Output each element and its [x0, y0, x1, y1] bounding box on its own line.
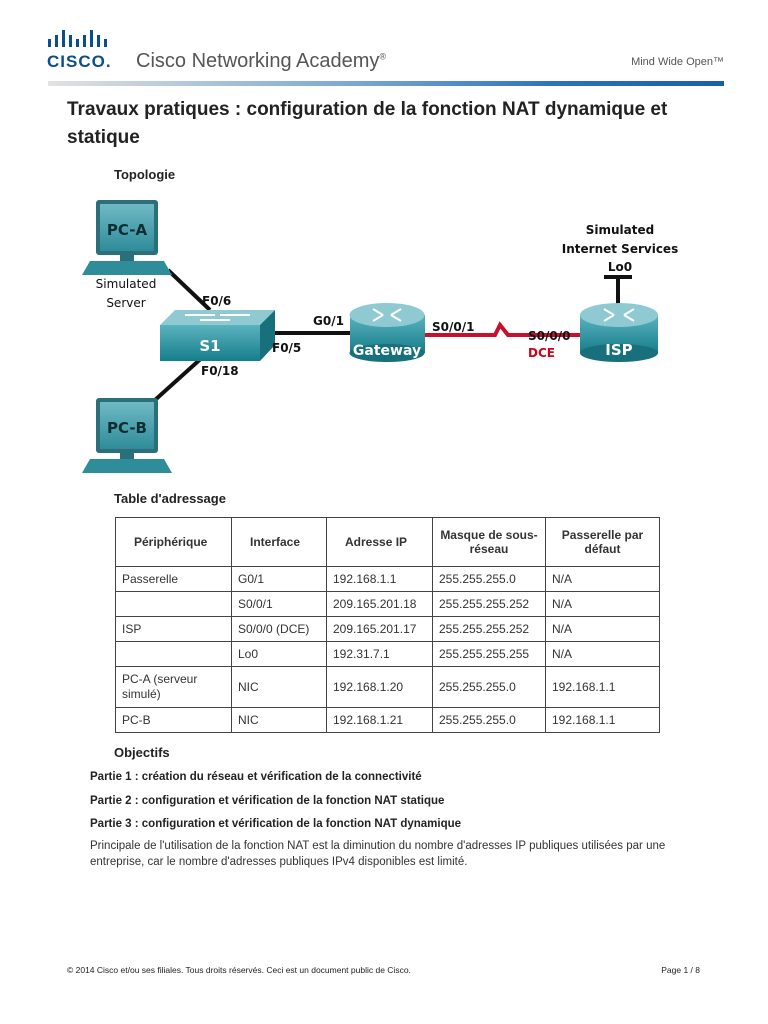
col-header: Adresse IP [326, 517, 433, 567]
label-lo0: Lo0 [608, 260, 632, 274]
svg-text:ISP: ISP [605, 341, 632, 359]
table-cell: N/A [545, 591, 660, 617]
col-header: Interface [231, 517, 327, 567]
label-g01: G0/1 [313, 314, 344, 328]
table-cell: 192.168.1.20 [326, 666, 433, 708]
table-cell: G0/1 [231, 566, 327, 592]
table-row: ISP S0/0/0 (DCE) 209.165.201.17 255.255.… [115, 616, 660, 642]
address-table: Périphérique Interface Adresse IP Masque… [115, 517, 660, 733]
label-dce: DCE [528, 346, 555, 360]
table-cell: NIC [231, 707, 327, 733]
table-cell: PC-A (serveur simulé) [115, 666, 232, 708]
table-row: Lo0 192.31.7.1 255.255.255.255 N/A [115, 641, 660, 667]
table-cell: 192.168.1.1 [545, 666, 660, 708]
table-cell: NIC [231, 666, 327, 708]
table-cell: S0/0/1 [231, 591, 327, 617]
col-header: Passerelle par défaut [545, 517, 660, 567]
objectives-heading: Objectifs [114, 745, 170, 760]
address-table-heading: Table d'adressage [114, 491, 226, 506]
table-row: PC-B NIC 192.168.1.21 255.255.255.0 192.… [115, 707, 660, 733]
cisco-wordmark: CISCO. [47, 52, 112, 71]
page-title: Travaux pratiques : configuration de la … [67, 99, 668, 148]
table-row: PC-A (serveur simulé) NIC 192.168.1.20 2… [115, 666, 660, 708]
table-cell [115, 641, 232, 667]
table-cell: 255.255.255.255 [432, 641, 546, 667]
table-cell: 209.165.201.17 [326, 616, 433, 642]
table-row: Passerelle G0/1 192.168.1.1 255.255.255.… [115, 566, 660, 592]
academy-name: Cisco Networking Academy® [136, 50, 387, 72]
tagline: Mind Wide Open™ [631, 56, 724, 68]
table-cell [115, 591, 232, 617]
label-s001: S0/0/1 [432, 320, 474, 334]
table-cell: PC-B [115, 707, 232, 733]
cisco-logo-icon [48, 30, 107, 47]
label-f018: F0/18 [201, 364, 239, 378]
label-s000: S0/0/0 [528, 329, 570, 343]
server-label-2: Server [106, 296, 145, 310]
objective-part-2: Partie 2 : configuration et vérification… [90, 795, 445, 807]
table-cell: N/A [545, 616, 660, 642]
link-gateway-isp [425, 321, 580, 337]
table-cell: N/A [545, 641, 660, 667]
switch-s1-icon: S1 [160, 310, 275, 361]
table-cell: 192.168.1.21 [326, 707, 433, 733]
label-f06: F0/6 [202, 294, 231, 308]
table-cell: N/A [545, 566, 660, 592]
objective-part-1: Partie 1 : création du réseau et vérific… [90, 771, 422, 783]
topology-heading: Topologie [114, 167, 176, 182]
table-cell: 255.255.255.252 [432, 591, 546, 617]
table-cell: 255.255.255.252 [432, 616, 546, 642]
objective-part-3: Partie 3 : configuration et vérification… [90, 818, 462, 830]
server-label-1: Simulated [96, 277, 157, 291]
footer-copyright: © 2014 Cisco et/ou ses filiales. Tous dr… [67, 965, 411, 975]
table-header-row: Périphérique Interface Adresse IP Masque… [115, 517, 660, 567]
col-header: Périphérique [115, 517, 232, 567]
svg-text:PC-A: PC-A [107, 221, 148, 239]
svg-text:S1: S1 [199, 337, 220, 355]
page-header: CISCO. Cisco Networking Academy® Mind Wi… [0, 0, 768, 92]
table-cell: 255.255.255.0 [432, 566, 546, 592]
label-f05: F0/5 [272, 341, 301, 355]
table-row: S0/0/1 209.165.201.18 255.255.255.252 N/… [115, 591, 660, 617]
table-cell: 192.168.1.1 [326, 566, 433, 592]
footer-page-number: Page 1 / 8 [661, 965, 700, 975]
link-pca-s1 [166, 268, 212, 312]
table-cell: Passerelle [115, 566, 232, 592]
svg-text:Gateway: Gateway [353, 343, 421, 359]
inet-label-1: Simulated [586, 223, 654, 237]
pc-b-icon: PC-B [82, 398, 172, 473]
table-cell: ISP [115, 616, 232, 642]
inet-label-2: Internet Services [562, 242, 678, 256]
table-cell: 209.165.201.18 [326, 591, 433, 617]
gateway-router-icon: Gateway [349, 303, 425, 362]
table-cell: Lo0 [231, 641, 327, 667]
table-cell: 255.255.255.0 [432, 707, 546, 733]
header-rule [48, 81, 724, 86]
table-cell: 192.168.1.1 [545, 707, 660, 733]
table-cell: 255.255.255.0 [432, 666, 546, 708]
intro-paragraph: Principale de l'utilisation de la foncti… [90, 840, 666, 868]
svg-text:PC-B: PC-B [107, 419, 147, 437]
topology-diagram: PC-A Simulated Server PC-B S1 Gateway IS… [82, 200, 678, 473]
col-header: Masque de sous-réseau [432, 517, 546, 567]
link-pcb-s1 [153, 353, 207, 402]
pc-a-icon: PC-A [82, 200, 172, 275]
table-cell: S0/0/0 (DCE) [231, 616, 327, 642]
isp-router-icon: ISP [580, 303, 658, 362]
table-cell: 192.31.7.1 [326, 641, 433, 667]
